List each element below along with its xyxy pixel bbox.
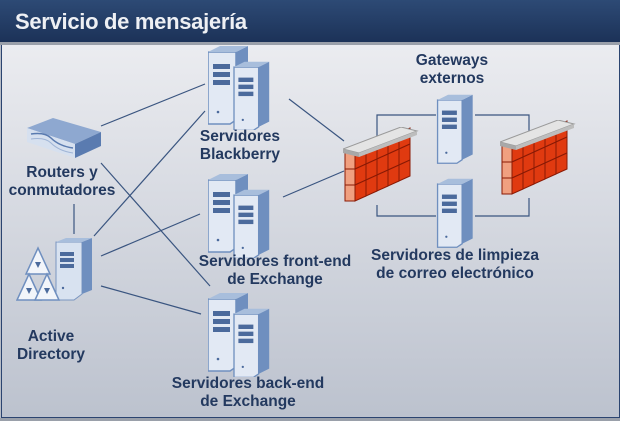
blackberry-label-line2: Blackberry	[199, 146, 281, 163]
title-bar: Servicio de mensajería	[0, 0, 620, 42]
frontend-label-line2: de Exchange	[227, 271, 323, 288]
ad-label-line2: Directory	[16, 346, 86, 363]
active-directory-label: Active Directory	[8, 328, 94, 364]
link-ad-frontend	[100, 213, 201, 257]
blackberry-servers-icon	[207, 44, 276, 135]
cleanup-label: Servidores de limpieza de correo electró…	[360, 247, 550, 283]
gateways-label-line1: Gateways	[415, 52, 489, 69]
gateways-label-line2: externos	[419, 70, 485, 87]
diagram-title: Servicio de mensajería	[15, 9, 247, 34]
link-firewall-cleanup	[376, 205, 436, 217]
cleanup-server-icon	[435, 177, 477, 254]
routers-label-line2: conmutadores	[8, 182, 116, 199]
frontend-label: Servidores front-end de Exchange	[190, 253, 360, 289]
link-firewall-gateways	[376, 114, 436, 145]
backend-label-line2: de Exchange	[200, 393, 296, 410]
cleanup-label-line1: Servidores de limpieza	[371, 247, 539, 264]
firewall-right-icon	[498, 119, 576, 209]
blackberry-label-line1: Servidores	[199, 128, 281, 145]
frontend-servers-icon	[207, 172, 276, 263]
ad-label-line1: Active	[27, 328, 75, 345]
gateway-server-icon	[435, 93, 477, 170]
active-directory-icon	[16, 238, 92, 301]
link-routers-backend	[100, 162, 211, 287]
router-switch-icon	[27, 118, 101, 158]
routers-label-line1: Routers y	[26, 164, 98, 181]
gateways-label: Gateways externos	[392, 52, 512, 88]
firewall-left-icon	[341, 126, 419, 216]
cleanup-label-line2: de correo electrónico	[376, 265, 534, 282]
link-ad-blackberry	[93, 110, 206, 237]
link-blackberry-firewall	[288, 98, 345, 142]
frontend-label-line1: Servidores front-end	[198, 253, 352, 270]
bottom-border	[0, 418, 620, 421]
title-separator	[0, 42, 620, 45]
routers-label: Routers y conmutadores	[2, 164, 122, 200]
blackberry-label: Servidores Blackberry	[180, 128, 300, 164]
link-cleanup-firewall	[475, 198, 530, 217]
link-frontend-firewall	[282, 170, 345, 198]
backend-label: Servidores back-end de Exchange	[163, 375, 333, 411]
link-gateways-firewall	[475, 114, 530, 135]
backend-label-line1: Servidores back-end	[171, 375, 325, 392]
backend-servers-icon	[207, 291, 276, 382]
link-routers-blackberry	[100, 83, 206, 127]
link-ad-backend	[100, 285, 202, 315]
diagram-panel	[1, 45, 620, 418]
